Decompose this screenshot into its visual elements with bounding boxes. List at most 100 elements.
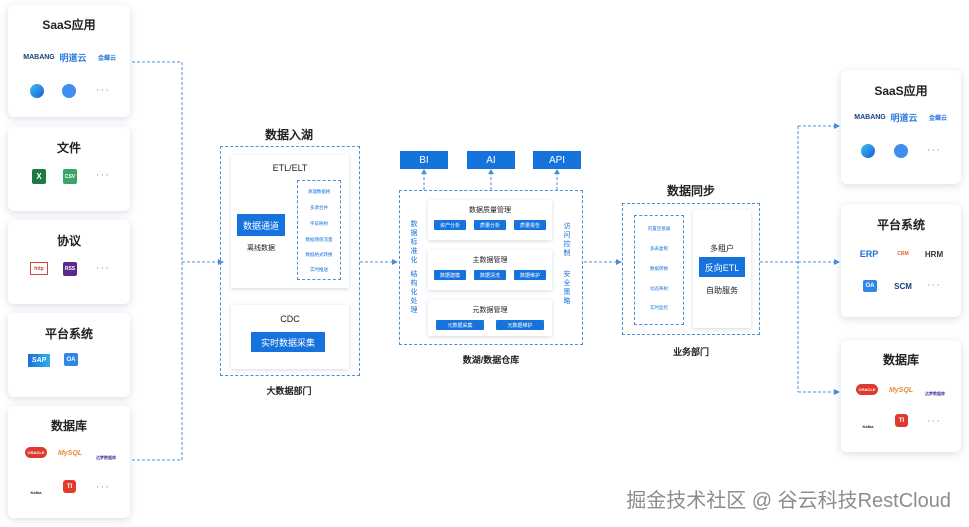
lake-right-vertical-2: 安全策略 — [563, 271, 571, 305]
ingest-department: 大数据部门 — [266, 386, 312, 396]
oracle-logo: ORACLE — [856, 384, 878, 395]
source-card-saas: SaaS应用 MABANG 明道云 金蝶云 ··· — [8, 5, 130, 117]
excel-icon: X — [32, 169, 46, 184]
offline-label: 离线数据 — [247, 245, 275, 252]
more-icon: ··· — [927, 415, 941, 427]
mabang-logo: MABANG — [854, 113, 886, 121]
master-item[interactable]: 数据维护 — [514, 270, 546, 280]
cdc-title: CDC — [280, 314, 300, 324]
target-card-title: 平台系统 — [876, 218, 925, 232]
tidb-logo: TI — [63, 480, 76, 493]
meta-panel — [428, 300, 552, 336]
ai-button[interactable]: AI — [467, 151, 515, 169]
quality-item[interactable]: 质量报告 — [514, 220, 546, 230]
mingdaoyun-logo: 明道云 — [59, 52, 87, 63]
kafka-logo: Kafka — [862, 424, 874, 429]
sap-logo: SAP — [28, 354, 50, 367]
source-card-title: SaaS应用 — [42, 18, 96, 32]
master-item[interactable]: 数据建模 — [434, 270, 466, 280]
quality-item[interactable]: 资产分析 — [434, 220, 466, 230]
ingest-title: 数据入湖 — [264, 128, 313, 142]
mingdaoyun-logo: 明道云 — [890, 112, 918, 123]
meta-item[interactable]: 元数据维护 — [496, 320, 544, 330]
realtime-button[interactable]: 实时数据采集 — [251, 332, 325, 352]
more-icon: ··· — [96, 84, 110, 96]
sync-item: 内置连接器 — [647, 226, 671, 231]
lake-right-vertical-1: 访问控制 — [563, 223, 571, 257]
oa-logo: OA — [863, 280, 877, 292]
crm-logo: CRM — [897, 251, 909, 257]
sync-title: 数据同步 — [666, 184, 715, 198]
reverse-etl-button[interactable]: 反向ETL — [699, 257, 745, 277]
source-card-title: 文件 — [56, 141, 81, 155]
source-card-title: 平台系统 — [44, 327, 93, 341]
quality-item[interactable]: 质量分析 — [474, 220, 506, 230]
dameng-logo: 达梦数据库 — [96, 455, 116, 460]
lake-caption: 数湖/数据仓库 — [462, 355, 520, 365]
sync-item: 数据转换 — [650, 266, 668, 271]
etl-title: ETL/ELT — [272, 163, 308, 173]
sync-item: 动态映射 — [650, 286, 668, 291]
source-card-protocol: 协议 http RSS ··· — [8, 220, 130, 304]
mysql-logo: MySQL — [888, 386, 914, 394]
wave-logo-icon — [861, 144, 875, 158]
sync-item: 多表复制 — [650, 246, 668, 251]
sync-frame — [622, 203, 760, 335]
erp-logo: ERP — [859, 249, 879, 259]
oa-logo: OA — [64, 353, 78, 366]
more-icon: ··· — [96, 169, 110, 181]
wave-logo-icon — [30, 84, 44, 98]
source-card-title: 数据库 — [50, 419, 87, 433]
bi-button[interactable]: BI — [400, 151, 448, 169]
meta-title: 元数据管理 — [472, 307, 508, 314]
etl-step: 字段映射 — [310, 221, 328, 226]
api-button[interactable]: API — [533, 151, 581, 169]
more-icon: ··· — [96, 481, 110, 493]
scm-logo: SCM — [894, 281, 912, 291]
circle-logo-icon — [894, 144, 908, 158]
watermark: 掘金技术社区 @ 谷云科技RestCloud — [626, 490, 951, 512]
master-title: 主数据管理 — [472, 257, 508, 264]
tenant-label: 多租户 — [710, 244, 734, 253]
mabang-logo: MABANG — [23, 53, 55, 61]
target-card-title: 数据库 — [882, 353, 919, 367]
source-card-title: 协议 — [56, 234, 81, 248]
oracle-logo: ORACLE — [25, 447, 47, 458]
more-icon: ··· — [927, 144, 941, 156]
lake-left-vertical-1: 数据标准化 — [410, 221, 418, 264]
target-card-database: 数据库 ORACLE MySQL 达梦数据库 Kafka TI ··· — [841, 340, 961, 452]
etl-step: 实时推送 — [310, 267, 328, 272]
master-item[interactable]: 数据清洗 — [474, 270, 506, 280]
lake-frame — [399, 190, 583, 345]
csv-icon: CSV — [63, 169, 77, 184]
dameng-logo: 达梦数据库 — [925, 391, 945, 396]
meta-item[interactable]: 元数据采集 — [436, 320, 484, 330]
circle-logo-icon — [62, 84, 76, 98]
source-card-platform: 平台系统 SAP OA — [8, 313, 130, 397]
more-icon: ··· — [96, 262, 110, 274]
etl-step: 多源合并 — [310, 205, 328, 210]
ingest-frame — [220, 146, 360, 376]
tidb-logo: TI — [895, 414, 908, 427]
rss-icon: RSS — [63, 262, 77, 276]
kingdee-logo: 金蝶云 — [97, 55, 116, 62]
sync-item: 实时监控 — [650, 305, 668, 310]
etl-step: 数据增值流量 — [305, 237, 333, 242]
sync-list-frame — [634, 215, 684, 325]
target-card-platform: 平台系统 ERP CRM HRM OA SCM ··· — [841, 204, 961, 317]
source-card-file: 文件 X CSV ··· — [8, 127, 130, 211]
lake-left-vertical-2: 结构化处理 — [410, 271, 418, 314]
channel-button[interactable]: 数据通道 — [237, 214, 285, 236]
target-card-title: SaaS应用 — [874, 84, 928, 98]
etl-step: 清理数据格 — [307, 189, 331, 194]
kingdee-logo: 金蝶云 — [928, 115, 947, 122]
sync-department: 业务部门 — [672, 347, 709, 357]
etl-step: 数据格式转换 — [305, 252, 333, 257]
hrm-logo: HRM — [924, 249, 944, 259]
etl-steps-frame — [297, 180, 341, 280]
mysql-logo: MySQL — [57, 449, 83, 457]
source-card-database: 数据库 ORACLE MySQL 达梦数据库 Kafka TI ··· — [8, 406, 130, 518]
self-service-label: 自助服务 — [706, 286, 738, 295]
target-card-saas: SaaS应用 MABANG 明道云 金蝶云 ··· — [841, 70, 961, 184]
